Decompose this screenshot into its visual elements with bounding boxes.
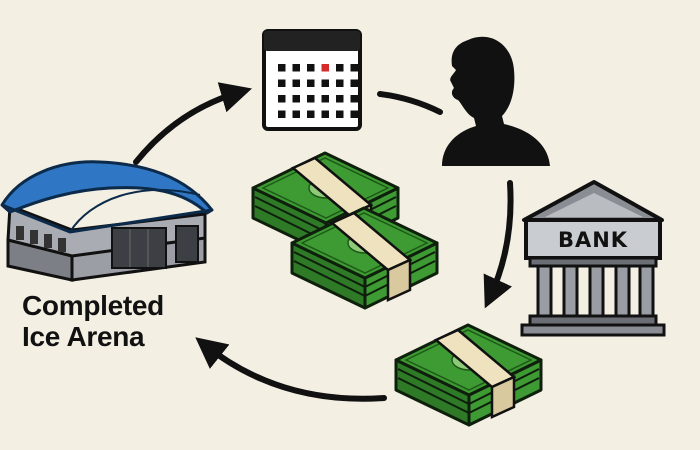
money-stack-icon xyxy=(251,151,543,427)
calendar-icon xyxy=(262,29,362,131)
bank-label: BANK xyxy=(558,228,628,252)
calendar-day xyxy=(307,95,315,103)
calendar-day xyxy=(321,95,329,103)
calendar-day xyxy=(307,79,315,87)
calendar-day xyxy=(350,110,358,118)
calendar-day xyxy=(292,64,300,72)
arrow-money-to-arena xyxy=(195,337,387,402)
calendar-day xyxy=(321,110,329,118)
calendar-day xyxy=(336,79,344,87)
calendar-day xyxy=(292,95,300,103)
calendar-day xyxy=(278,95,286,103)
arrow-arena-to-calendar xyxy=(133,82,252,165)
arrow-person-to-bank xyxy=(483,180,514,309)
arena-caption: Completed Ice Arena xyxy=(22,290,212,352)
calendar-day xyxy=(336,64,344,72)
calendar-day xyxy=(307,110,315,118)
calendar-day xyxy=(292,79,300,87)
calendar-day xyxy=(336,110,344,118)
calendar-day xyxy=(350,95,358,103)
arena-caption-line2: Ice Arena xyxy=(22,321,145,352)
calendar-day xyxy=(278,79,286,87)
calendar-day xyxy=(278,110,286,118)
arrow-calendar-to-person xyxy=(377,91,443,115)
calendar-day xyxy=(321,79,329,87)
person-silhouette-icon xyxy=(442,36,550,167)
calendar-highlighted-day xyxy=(321,64,329,72)
arena-icon xyxy=(0,160,214,282)
calendar-day xyxy=(350,79,358,87)
arena-caption-line1: Completed xyxy=(22,290,164,321)
calendar-day xyxy=(307,64,315,72)
calendar-day xyxy=(292,110,300,118)
calendar-day xyxy=(350,64,358,72)
calendar-day xyxy=(278,64,286,72)
bank-icon: BANK xyxy=(520,180,666,337)
calendar-day xyxy=(336,95,344,103)
